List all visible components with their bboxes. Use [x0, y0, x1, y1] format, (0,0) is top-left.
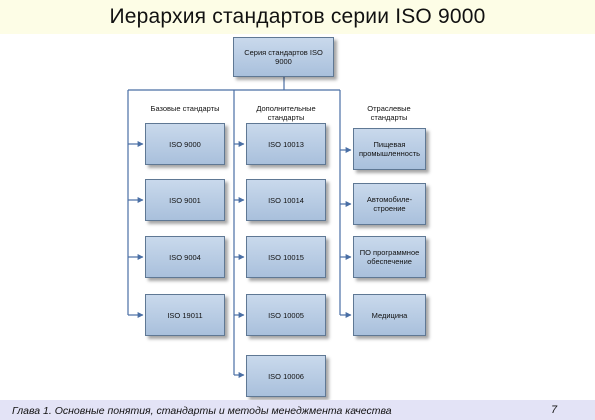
root-box: Серия стандартов ISO 9000 — [233, 37, 334, 77]
base-standard-box: ISO 9000 — [145, 123, 225, 165]
base-standard-box: ISO 9001 — [145, 179, 225, 221]
additional-standard-box: ISO 10014 — [246, 179, 326, 221]
additional-standard-box: ISO 10013 — [246, 123, 326, 165]
footer-band — [0, 400, 595, 420]
base-column-label: Базовые стандарты — [150, 104, 220, 113]
industry-column-label: Отраслевые стандарты — [367, 104, 411, 122]
industry-standard-box: Медицина — [353, 294, 426, 336]
base-standard-box: ISO 19011 — [145, 294, 225, 336]
footer-text: Глава 1. Основные понятия, стандарты и м… — [12, 405, 392, 417]
additional-standard-box: ISO 10006 — [246, 355, 326, 397]
industry-standard-box: ПО программное обеспечение — [353, 236, 426, 278]
page-number: 7 — [551, 404, 558, 416]
additional-standard-box: ISO 10005 — [246, 294, 326, 336]
base-standard-box: ISO 9004 — [145, 236, 225, 278]
industry-standard-box: Пищевая промышленность — [353, 128, 426, 170]
title-band — [0, 0, 595, 34]
additional-standard-box: ISO 10015 — [246, 236, 326, 278]
slide-title: Иерархия стандартов серии ISO 9000 — [109, 5, 486, 28]
industry-standard-box: Автомобиле-строение — [353, 183, 426, 225]
additional-column-label: Дополнительные стандарты — [256, 104, 316, 122]
